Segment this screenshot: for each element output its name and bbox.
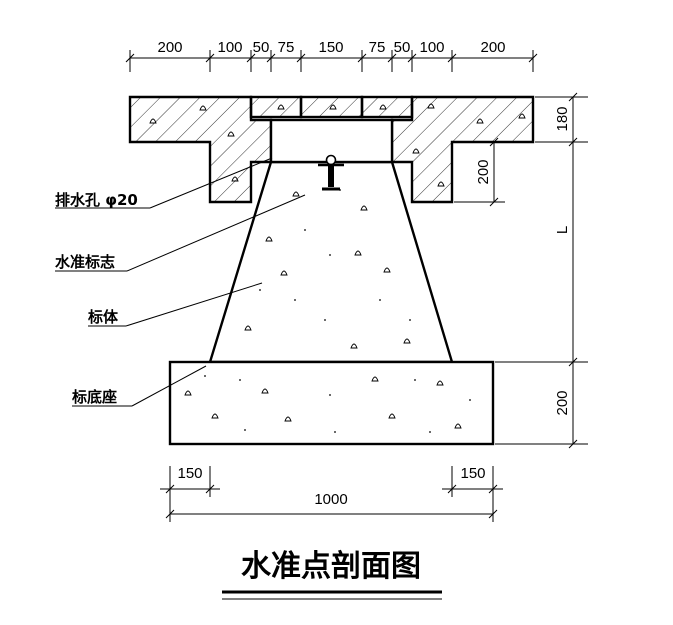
top-dim-5: 150: [318, 39, 343, 56]
inner-dimension: 200: [454, 137, 505, 207]
bottom-dim-right: 150: [460, 465, 485, 482]
marker-base: [168, 360, 495, 446]
top-dimension-chain: 200 100 50 75 150 75 50 100 200: [125, 39, 538, 72]
bottom-dimension-chain: 150 150 1000: [160, 465, 503, 522]
marker-base-outline: [168, 360, 495, 446]
leader-marker-body: 标体: [87, 282, 263, 327]
top-dim-3: 50: [253, 39, 270, 56]
top-dim-1: 200: [157, 39, 182, 56]
level-mark: [318, 154, 344, 191]
body-dots: [259, 189, 411, 321]
cover-plates: [249, 95, 414, 119]
top-dim-9: 200: [480, 39, 505, 56]
label-marker-base: 标底座: [71, 388, 117, 406]
top-dim-8: 100: [419, 39, 444, 56]
label-level-mark: 水准标志: [55, 253, 115, 271]
label-drain-hole: 排水孔 φ20: [55, 191, 138, 209]
top-dim-2: 100: [217, 39, 242, 56]
top-dimension-ticks: [125, 53, 538, 63]
base-dots: [204, 375, 471, 433]
right-dim-middle: L: [554, 226, 571, 234]
top-dim-6: 75: [369, 39, 386, 56]
right-dimension-chain: 180 L 200: [495, 92, 588, 449]
leader-marker-base: 标底座: [71, 365, 207, 407]
label-marker-body: 标体: [87, 308, 119, 326]
leader-level-mark: 水准标志: [55, 194, 306, 272]
title-text: 水准点剖面图: [241, 549, 421, 584]
top-extension-lines: [129, 50, 534, 72]
body-speckles: [244, 191, 411, 349]
top-dim-7: 50: [394, 39, 411, 56]
bottom-dim-total: 1000: [314, 491, 347, 508]
inner-dim-value: 200: [475, 159, 492, 184]
base-speckles: [184, 376, 462, 429]
right-dim-top: 180: [554, 106, 571, 131]
cap-speckles: [149, 103, 526, 187]
top-dim-4: 75: [278, 39, 295, 56]
drawing-title: 水准点剖面图: [222, 549, 442, 600]
bottom-dim-left: 150: [177, 465, 202, 482]
leader-drain-hole: 排水孔 φ20: [55, 157, 273, 209]
top-cap: [128, 95, 535, 204]
right-dim-bottom: 200: [554, 390, 571, 415]
top-cap-right: [390, 95, 535, 204]
